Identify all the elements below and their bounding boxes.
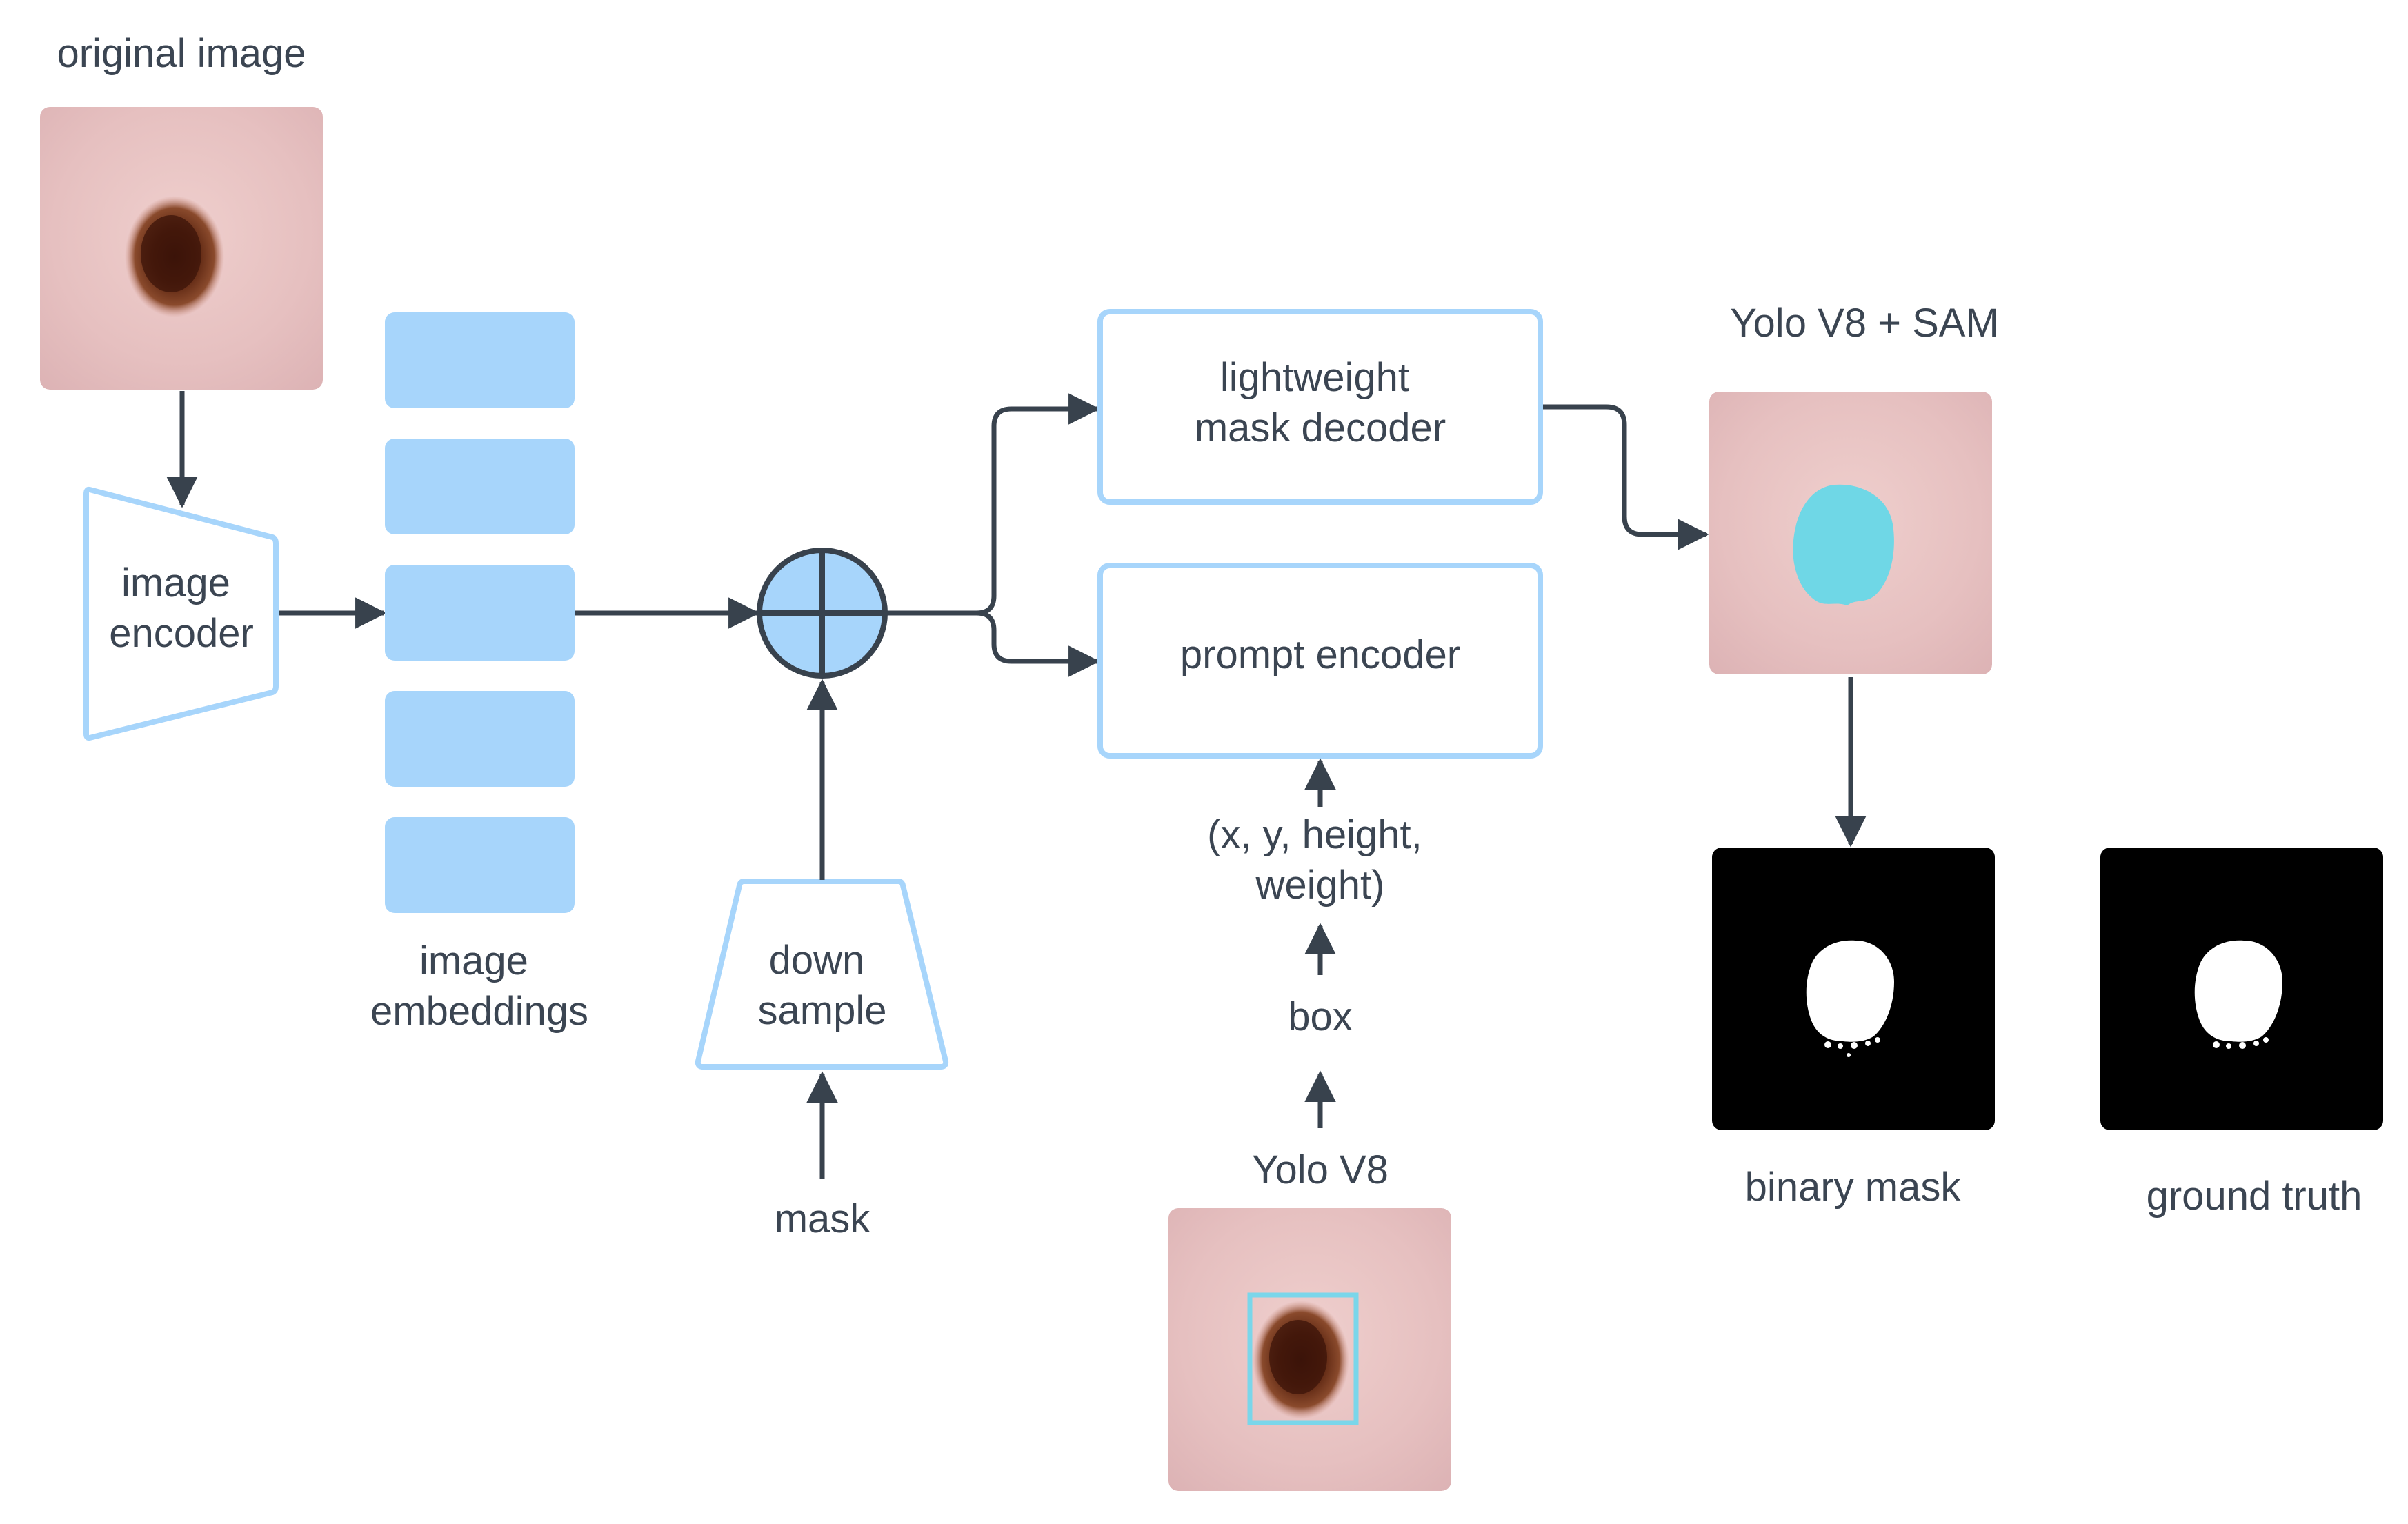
yolo-sam-output-image [1709,392,1992,674]
arrow-sum-to-mask-decoder [886,393,1100,616]
mask-decoder-block [1097,309,1543,505]
image-encoder-label-line-2: encoder [109,611,254,656]
mask-label: mask [775,1196,871,1241]
circle-plus-icon [757,548,888,679]
embedding-block [385,565,575,661]
original-image-label: original image [57,31,306,76]
embedding-block [385,691,575,787]
down-sample-block [695,879,949,1070]
yolo-bounding-box [1247,1292,1359,1425]
mask-decoder-label: lightweight mask decoder [1195,355,1446,450]
image-encoder-label-line-1: image [121,561,230,605]
image-embeddings-label-line-1: image [419,939,528,983]
down-sample-label-line-1: down [769,938,865,983]
embedding-block [385,312,575,408]
yolo-label: Yolo V8 [1252,1147,1389,1192]
mask-decoder-label-line-1: lightweight [1220,355,1409,400]
prompt-encoder-block [1097,563,1543,759]
binary-mask-label: binary mask [1745,1165,1962,1210]
box-coordinates-label: (x, y, height, weight) [1207,812,1433,908]
mask-decoder-label-line-2: mask decoder [1195,405,1446,450]
ground-truth-label: ground truth [2147,1174,2362,1219]
image-encoder-block [83,486,279,741]
image-embeddings-label-line-2: embeddings [370,989,588,1034]
embedding-block [385,817,575,913]
arrow-decoder-to-output [1543,404,1709,550]
down-sample-label: down sample [758,938,887,1033]
down-sample-label-line-2: sample [758,988,887,1033]
prompt-encoder-label: prompt encoder [1180,632,1460,677]
original-image [40,107,323,390]
box-coordinates-label-line-2: weight) [1255,863,1385,908]
box-label: box [1288,994,1353,1039]
embedding-block [385,439,575,534]
image-embeddings-label: image embeddings [370,939,588,1034]
arrow-sum-to-prompt-encoder [976,610,1100,677]
image-encoder-label: image encoder [109,561,254,656]
segmentation-overlay [1793,484,1894,605]
box-coordinates-label-line-1: (x, y, height, [1207,812,1422,857]
ground-truth-image [2100,848,2383,1130]
yolo-detection-image [1168,1208,1451,1491]
yolo-sam-label: Yolo V8 + SAM [1730,301,1999,345]
image-embeddings-stack [385,312,575,913]
binary-mask-image [1712,848,1995,1130]
